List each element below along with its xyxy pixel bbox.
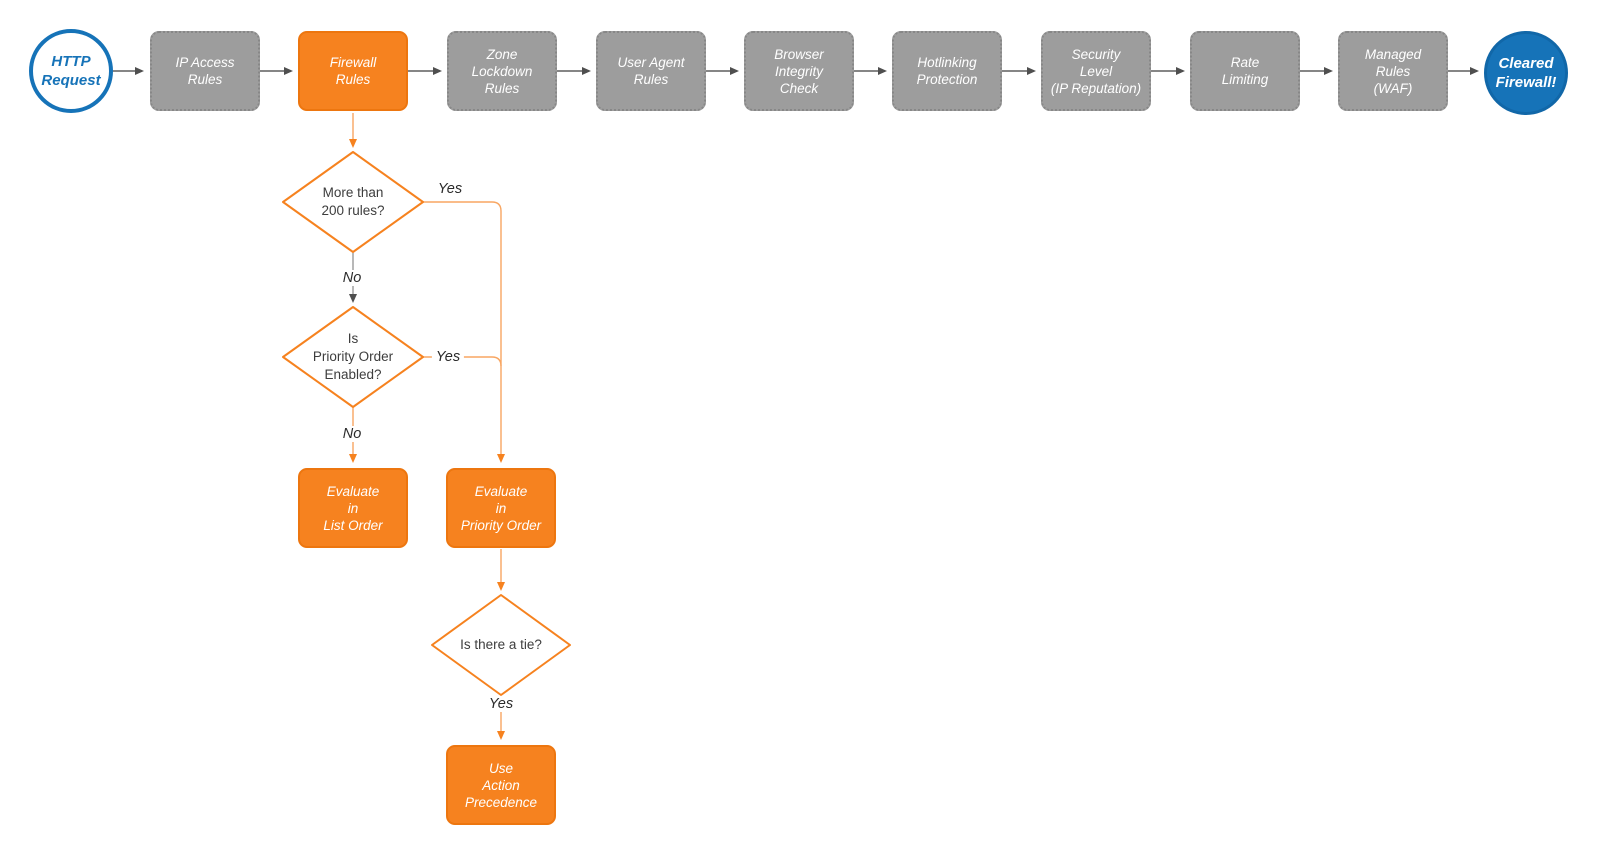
- step-user-agent-rules: User Agent Rules: [596, 31, 706, 111]
- step-managed-rules-waf: Managed Rules (WAF): [1338, 31, 1448, 111]
- action-evaluate-priority-order: Evaluate in Priority Order: [446, 468, 556, 548]
- step-browser-integrity-check: Browser Integrity Check: [744, 31, 854, 111]
- decision-more-than-200-rules-shape: [282, 151, 424, 253]
- step-firewall-rules: Firewall Rules: [298, 31, 408, 111]
- edge-label-decision3-yes: Yes: [484, 696, 518, 712]
- decision-priority-order-enabled-shape: [282, 306, 424, 408]
- step-rate-limiting: Rate Limiting: [1190, 31, 1300, 111]
- action-evaluate-list-order: Evaluate in List Order: [298, 468, 408, 548]
- decision-priority-order-enabled-label: Is Priority Order Enabled?: [312, 331, 394, 382]
- step-security-level: Security Level (IP Reputation): [1041, 31, 1151, 111]
- step-zone-lockdown-rules: Zone Lockdown Rules: [447, 31, 557, 111]
- edge-decision2-yes-join: [423, 356, 502, 367]
- edge-label-decision1-yes: Yes: [433, 181, 467, 197]
- decision-is-there-a-tie-shape: [431, 594, 571, 696]
- action-use-action-precedence: Use Action Precedence: [446, 745, 556, 825]
- edge-label-decision1-no: No: [338, 270, 366, 286]
- step-ip-access-rules: IP Access Rules: [150, 31, 260, 111]
- edge-label-decision2-yes: Yes: [431, 349, 465, 365]
- edge-label-decision2-no: No: [338, 426, 366, 442]
- edge-decision1-yes-to-priority-order: [423, 201, 505, 463]
- end-node-cleared-firewall: Cleared Firewall!: [1484, 31, 1568, 115]
- decision-is-there-a-tie-label: Is there a tie?: [460, 637, 542, 652]
- step-hotlinking-protection: Hotlinking Protection: [892, 31, 1002, 111]
- decision-more-than-200-rules-label: More than 200 rules?: [321, 185, 385, 218]
- start-node-http-request: HTTP Request: [29, 29, 113, 113]
